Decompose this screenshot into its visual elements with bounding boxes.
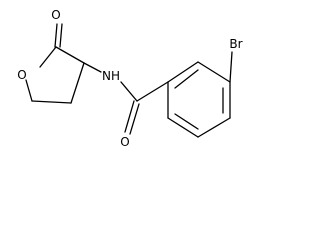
bond-c2-c3 bbox=[55, 46, 85, 64]
bond-benz-5-6 bbox=[167, 117, 199, 138]
atom-label-bromine: Br bbox=[229, 37, 242, 51]
bond-n-camide bbox=[120, 81, 138, 102]
bond-c3-n bbox=[83, 62, 102, 73]
atom-label-ring-oxygen: O bbox=[17, 68, 26, 82]
molecule-drawing: O O NH O Br bbox=[17, 8, 242, 149]
bond-benz-inner-c bbox=[174, 113, 199, 130]
bond-ring-o-c2 bbox=[39, 46, 57, 68]
bond-camide-o-double-b bbox=[129, 103, 140, 135]
bond-camide-cring bbox=[136, 81, 169, 102]
bond-camide-o-double-a bbox=[124, 100, 135, 133]
bond-c2-o-double-b bbox=[59, 23, 63, 48]
bond-c2-o-double-a bbox=[54, 23, 58, 48]
atom-label-amide-nitrogen: NH bbox=[102, 69, 120, 83]
bond-c-br bbox=[229, 51, 233, 83]
structure-canvas: O O NH O Br bbox=[17, 8, 242, 149]
atom-label-amide-oxygen: O bbox=[120, 135, 129, 149]
bond-benz-inner-a bbox=[174, 69, 199, 89]
bond-c4-c5 bbox=[31, 100, 72, 104]
bond-c5-ring-o bbox=[25, 79, 33, 102]
bond-benz-1-2 bbox=[167, 61, 199, 83]
bond-benz-2-3 bbox=[197, 61, 231, 83]
bond-benz-4-5 bbox=[197, 117, 231, 138]
atom-label-lactone-oxygen: O bbox=[51, 8, 60, 22]
bond-c3-c4 bbox=[70, 62, 85, 104]
